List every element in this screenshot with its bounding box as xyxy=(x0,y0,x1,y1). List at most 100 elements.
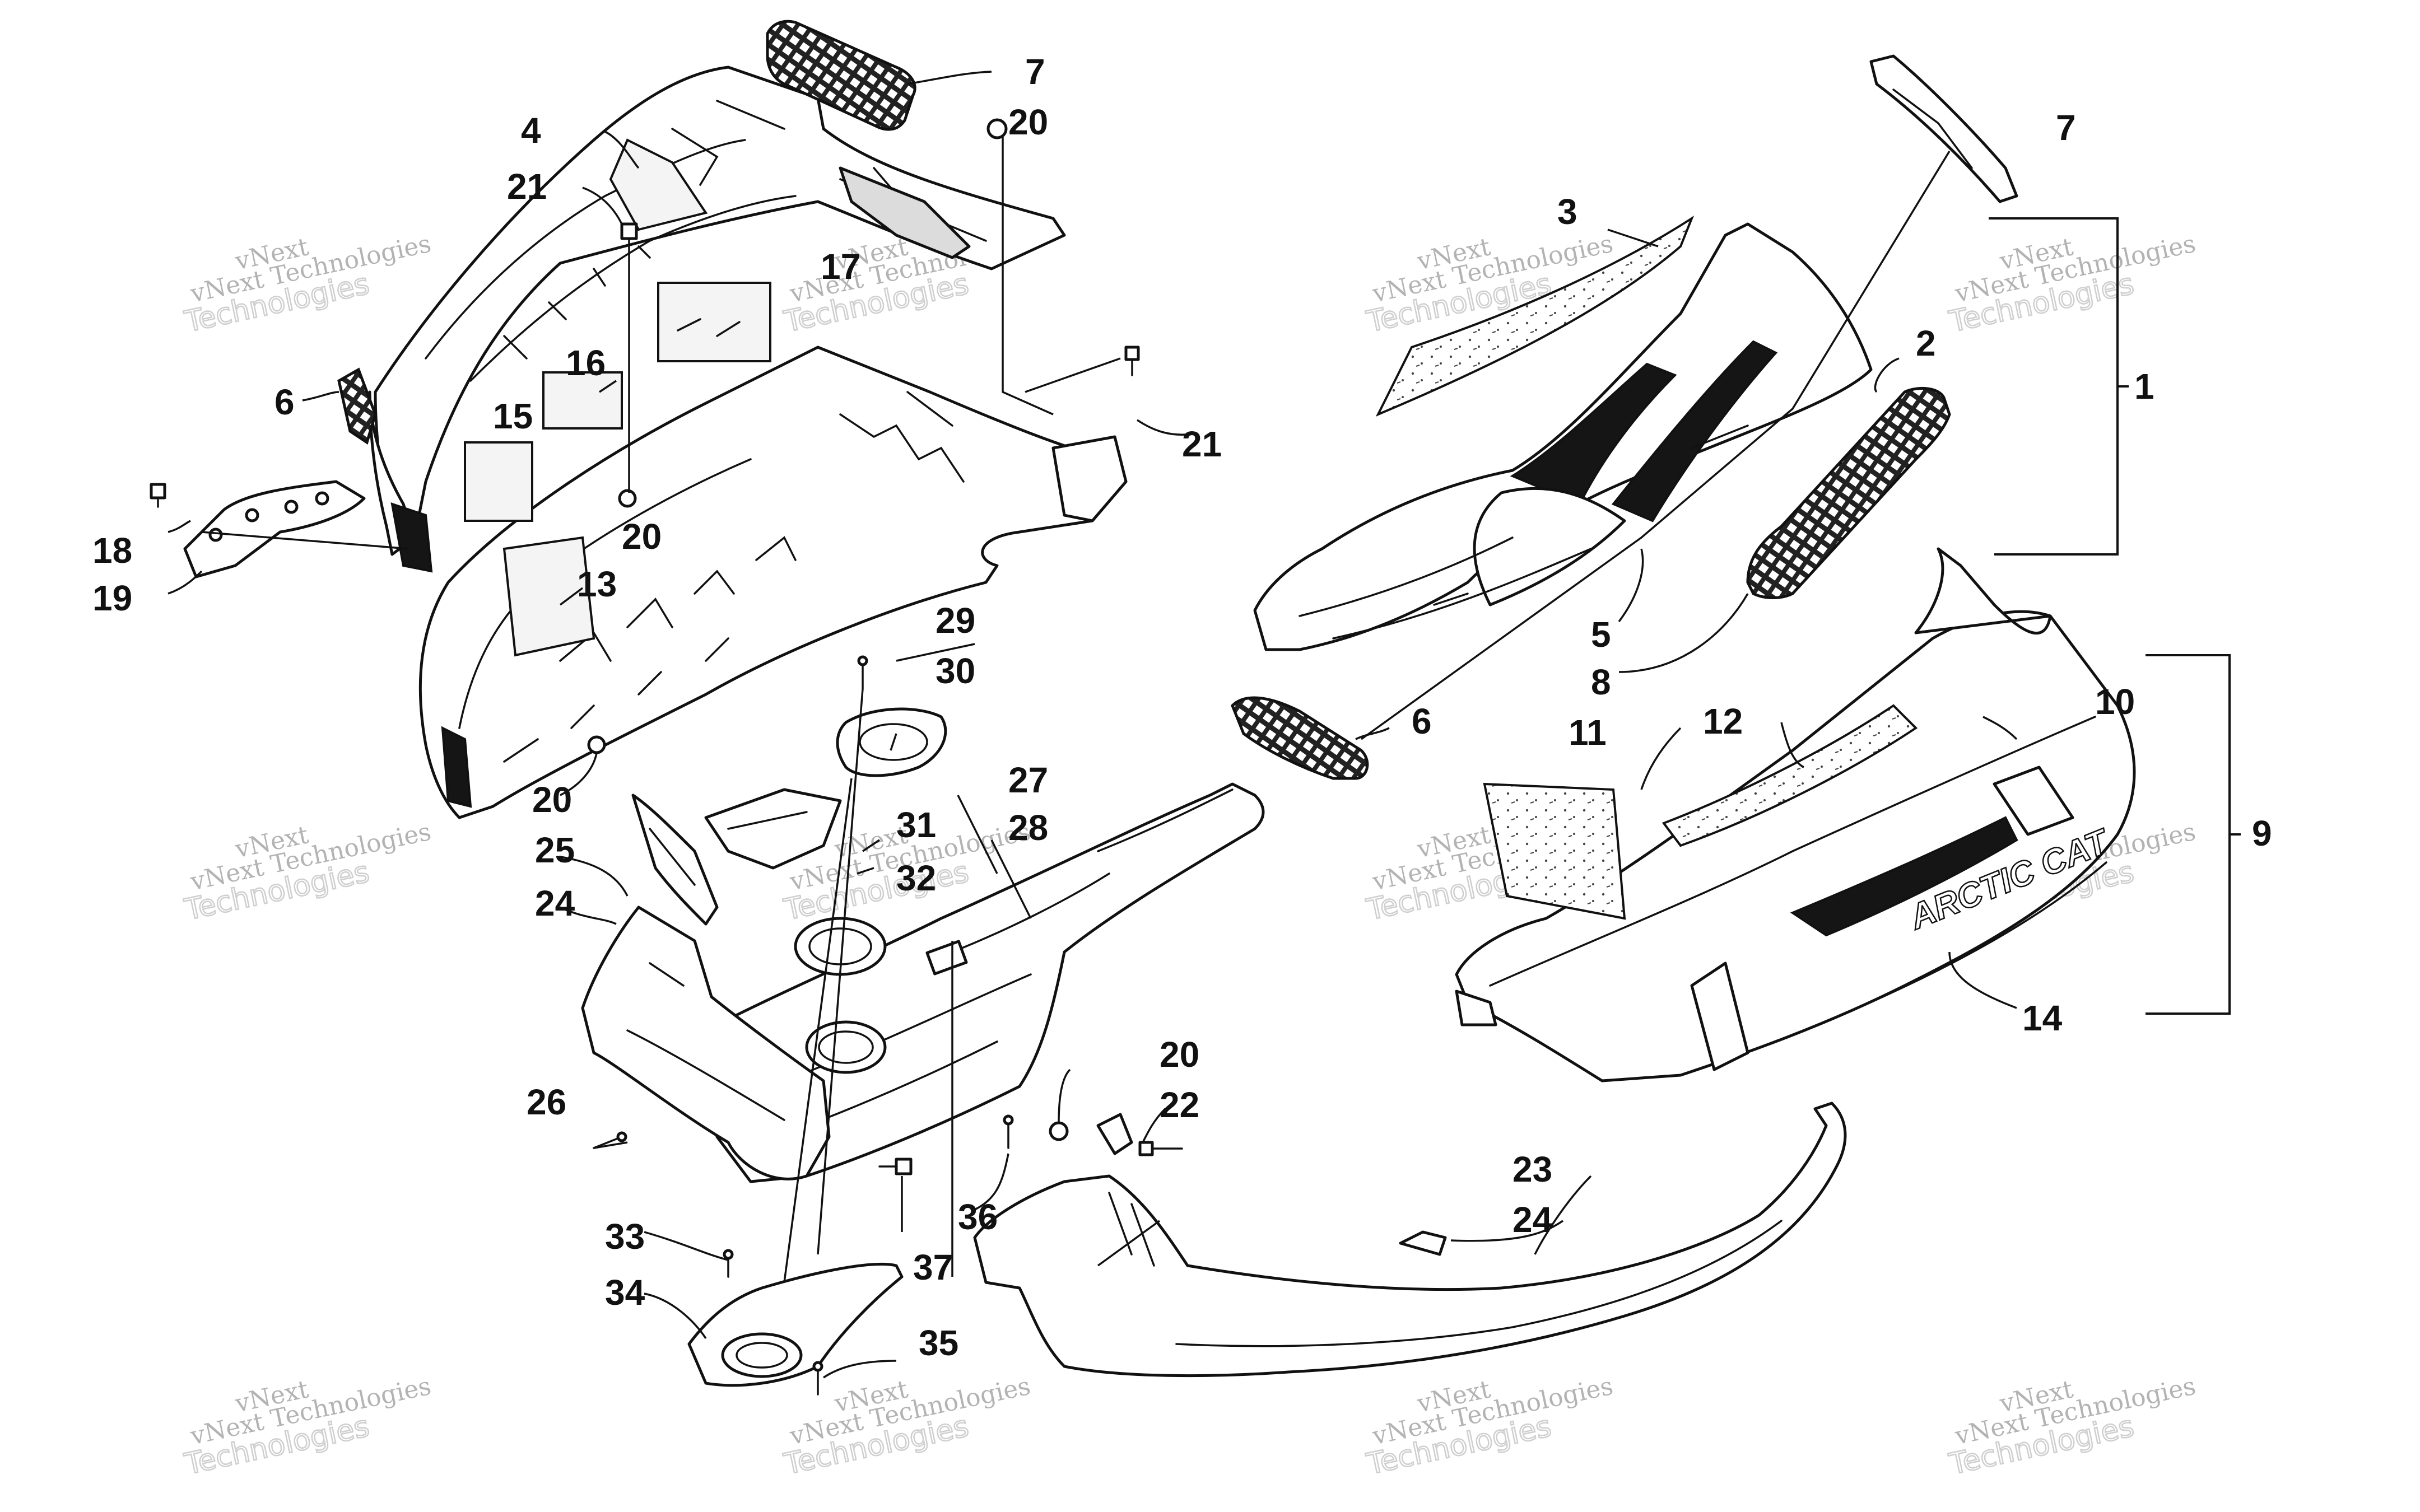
screw-21-right xyxy=(1124,346,1140,376)
vent-ring-30 xyxy=(836,707,947,777)
rivet-36 xyxy=(1003,1114,1014,1149)
callout-24-left: 24 xyxy=(535,883,575,923)
bolt-37 xyxy=(878,1158,913,1175)
watermark: vNext vNext Technologies Technologies xyxy=(181,230,434,340)
callout-23: 23 xyxy=(1513,1149,1552,1189)
callout-13: 13 xyxy=(577,564,617,604)
hood-side-louver-left xyxy=(368,390,433,573)
decal-16 xyxy=(542,371,623,430)
callout-32: 32 xyxy=(896,858,936,898)
screw-21-upper xyxy=(620,222,638,253)
decal-13 xyxy=(502,536,595,657)
callout-15: 15 xyxy=(493,396,533,436)
vent-bracket-34 xyxy=(687,1262,904,1387)
callout-25: 25 xyxy=(535,830,575,870)
belly-pan-assembly xyxy=(708,782,1265,1183)
small-vent-6-lower xyxy=(1231,696,1369,780)
nut-20-lower xyxy=(587,735,606,754)
callout-20-lower: 20 xyxy=(532,780,572,820)
scoop-31 xyxy=(704,788,842,870)
front-bumper-bracket-19 xyxy=(183,480,366,578)
small-vent-6-left xyxy=(337,367,377,445)
callout-30: 30 xyxy=(936,651,975,691)
bolt-hole xyxy=(245,508,259,522)
front-hood-upper xyxy=(374,66,1066,539)
callout-20-top: 20 xyxy=(1008,102,1048,142)
rivet-33 xyxy=(723,1249,734,1278)
decal-17 xyxy=(657,282,771,362)
callout-18: 18 xyxy=(92,530,132,571)
clip-23 xyxy=(1399,1230,1447,1256)
callout-20-running-board: 20 xyxy=(1160,1034,1199,1075)
callout-27: 27 xyxy=(1008,760,1048,800)
callout-24-right: 24 xyxy=(1513,1200,1553,1240)
bolt-hole xyxy=(208,528,223,542)
callout-21-upper: 21 xyxy=(507,166,547,207)
callout-19: 19 xyxy=(92,578,132,618)
callout-labels: 1 2 3 4 5 6 6 7 7 8 9 10 11 12 13 14 15 … xyxy=(92,52,2272,1363)
side-panel-upper-assembly xyxy=(1253,54,2018,651)
callout-10: 10 xyxy=(2095,682,2135,722)
nut-20-upper-right xyxy=(986,118,1008,139)
callout-9: 9 xyxy=(2252,813,2272,853)
callout-35: 35 xyxy=(919,1323,958,1363)
nut-20-mid xyxy=(618,489,637,508)
callout-6-left: 6 xyxy=(274,382,295,422)
decal-11 xyxy=(1483,782,1626,920)
watermark: vNext vNext Technologies Technologies xyxy=(181,818,434,928)
callout-11: 11 xyxy=(1569,712,1607,753)
hood-vent-grille-7 xyxy=(766,20,916,131)
callout-7-right: 7 xyxy=(2056,108,2076,148)
front-nose-pan xyxy=(418,346,1128,819)
hardware-lower xyxy=(593,655,1183,1396)
rivet-29 xyxy=(857,655,868,690)
callout-14: 14 xyxy=(2022,998,2063,1038)
callout-1: 1 xyxy=(2134,366,2154,407)
callout-21-right: 21 xyxy=(1182,424,1222,464)
callout-12: 12 xyxy=(1703,701,1743,741)
decal-12 xyxy=(1662,704,1918,847)
fastener-screws xyxy=(150,118,1140,754)
callout-6-lower: 6 xyxy=(1412,701,1432,741)
callout-3: 3 xyxy=(1557,192,1577,232)
callout-33: 33 xyxy=(605,1216,645,1257)
leader-lines xyxy=(167,71,2018,1379)
decal-3 xyxy=(1375,215,1695,417)
callout-20-mid: 20 xyxy=(622,516,662,557)
callout-28: 28 xyxy=(1008,808,1048,848)
frame-bracket-24-left xyxy=(581,906,831,1180)
vent-ring-34 xyxy=(721,1332,803,1378)
callout-4: 4 xyxy=(521,110,541,151)
rivet-35 xyxy=(812,1361,823,1396)
screw-18 xyxy=(150,483,166,508)
callout-36: 36 xyxy=(958,1197,998,1237)
rivet-26 xyxy=(593,1131,627,1149)
watermark: vNext vNext Technologies Technologies xyxy=(1946,230,2198,340)
side-vent-grille-8 xyxy=(1746,386,1951,599)
side-panel-lower-assembly: ARCTIC CAT xyxy=(1455,547,2136,1082)
callout-26: 26 xyxy=(527,1082,566,1122)
callout-2: 2 xyxy=(1916,323,1936,363)
callout-37: 37 xyxy=(913,1247,953,1287)
vent-cap-7-right xyxy=(1869,54,2018,203)
callout-17: 17 xyxy=(821,246,860,287)
assembly-brackets xyxy=(1989,217,2241,1015)
callout-7-left: 7 xyxy=(1025,52,1045,92)
watermark: vNext vNext Technologies Technologies xyxy=(1946,1372,2198,1482)
callout-5: 5 xyxy=(1591,614,1611,655)
decal-15 xyxy=(464,441,533,522)
vent-ring-32 xyxy=(805,1020,887,1074)
callout-34: 34 xyxy=(605,1272,645,1313)
bolt-hole xyxy=(315,491,329,506)
callout-31: 31 xyxy=(896,805,936,845)
bolt-hole xyxy=(284,500,299,514)
callout-29: 29 xyxy=(936,600,975,641)
nut-20-running-board xyxy=(1049,1121,1069,1141)
watermark: vNext vNext Technologies Technologies xyxy=(181,1372,434,1482)
running-board-assembly xyxy=(973,1102,1847,1378)
bracket-25 xyxy=(631,794,719,926)
bolt-22 xyxy=(1138,1141,1183,1156)
hood-decals-left xyxy=(464,138,771,657)
callout-22: 22 xyxy=(1160,1085,1199,1125)
